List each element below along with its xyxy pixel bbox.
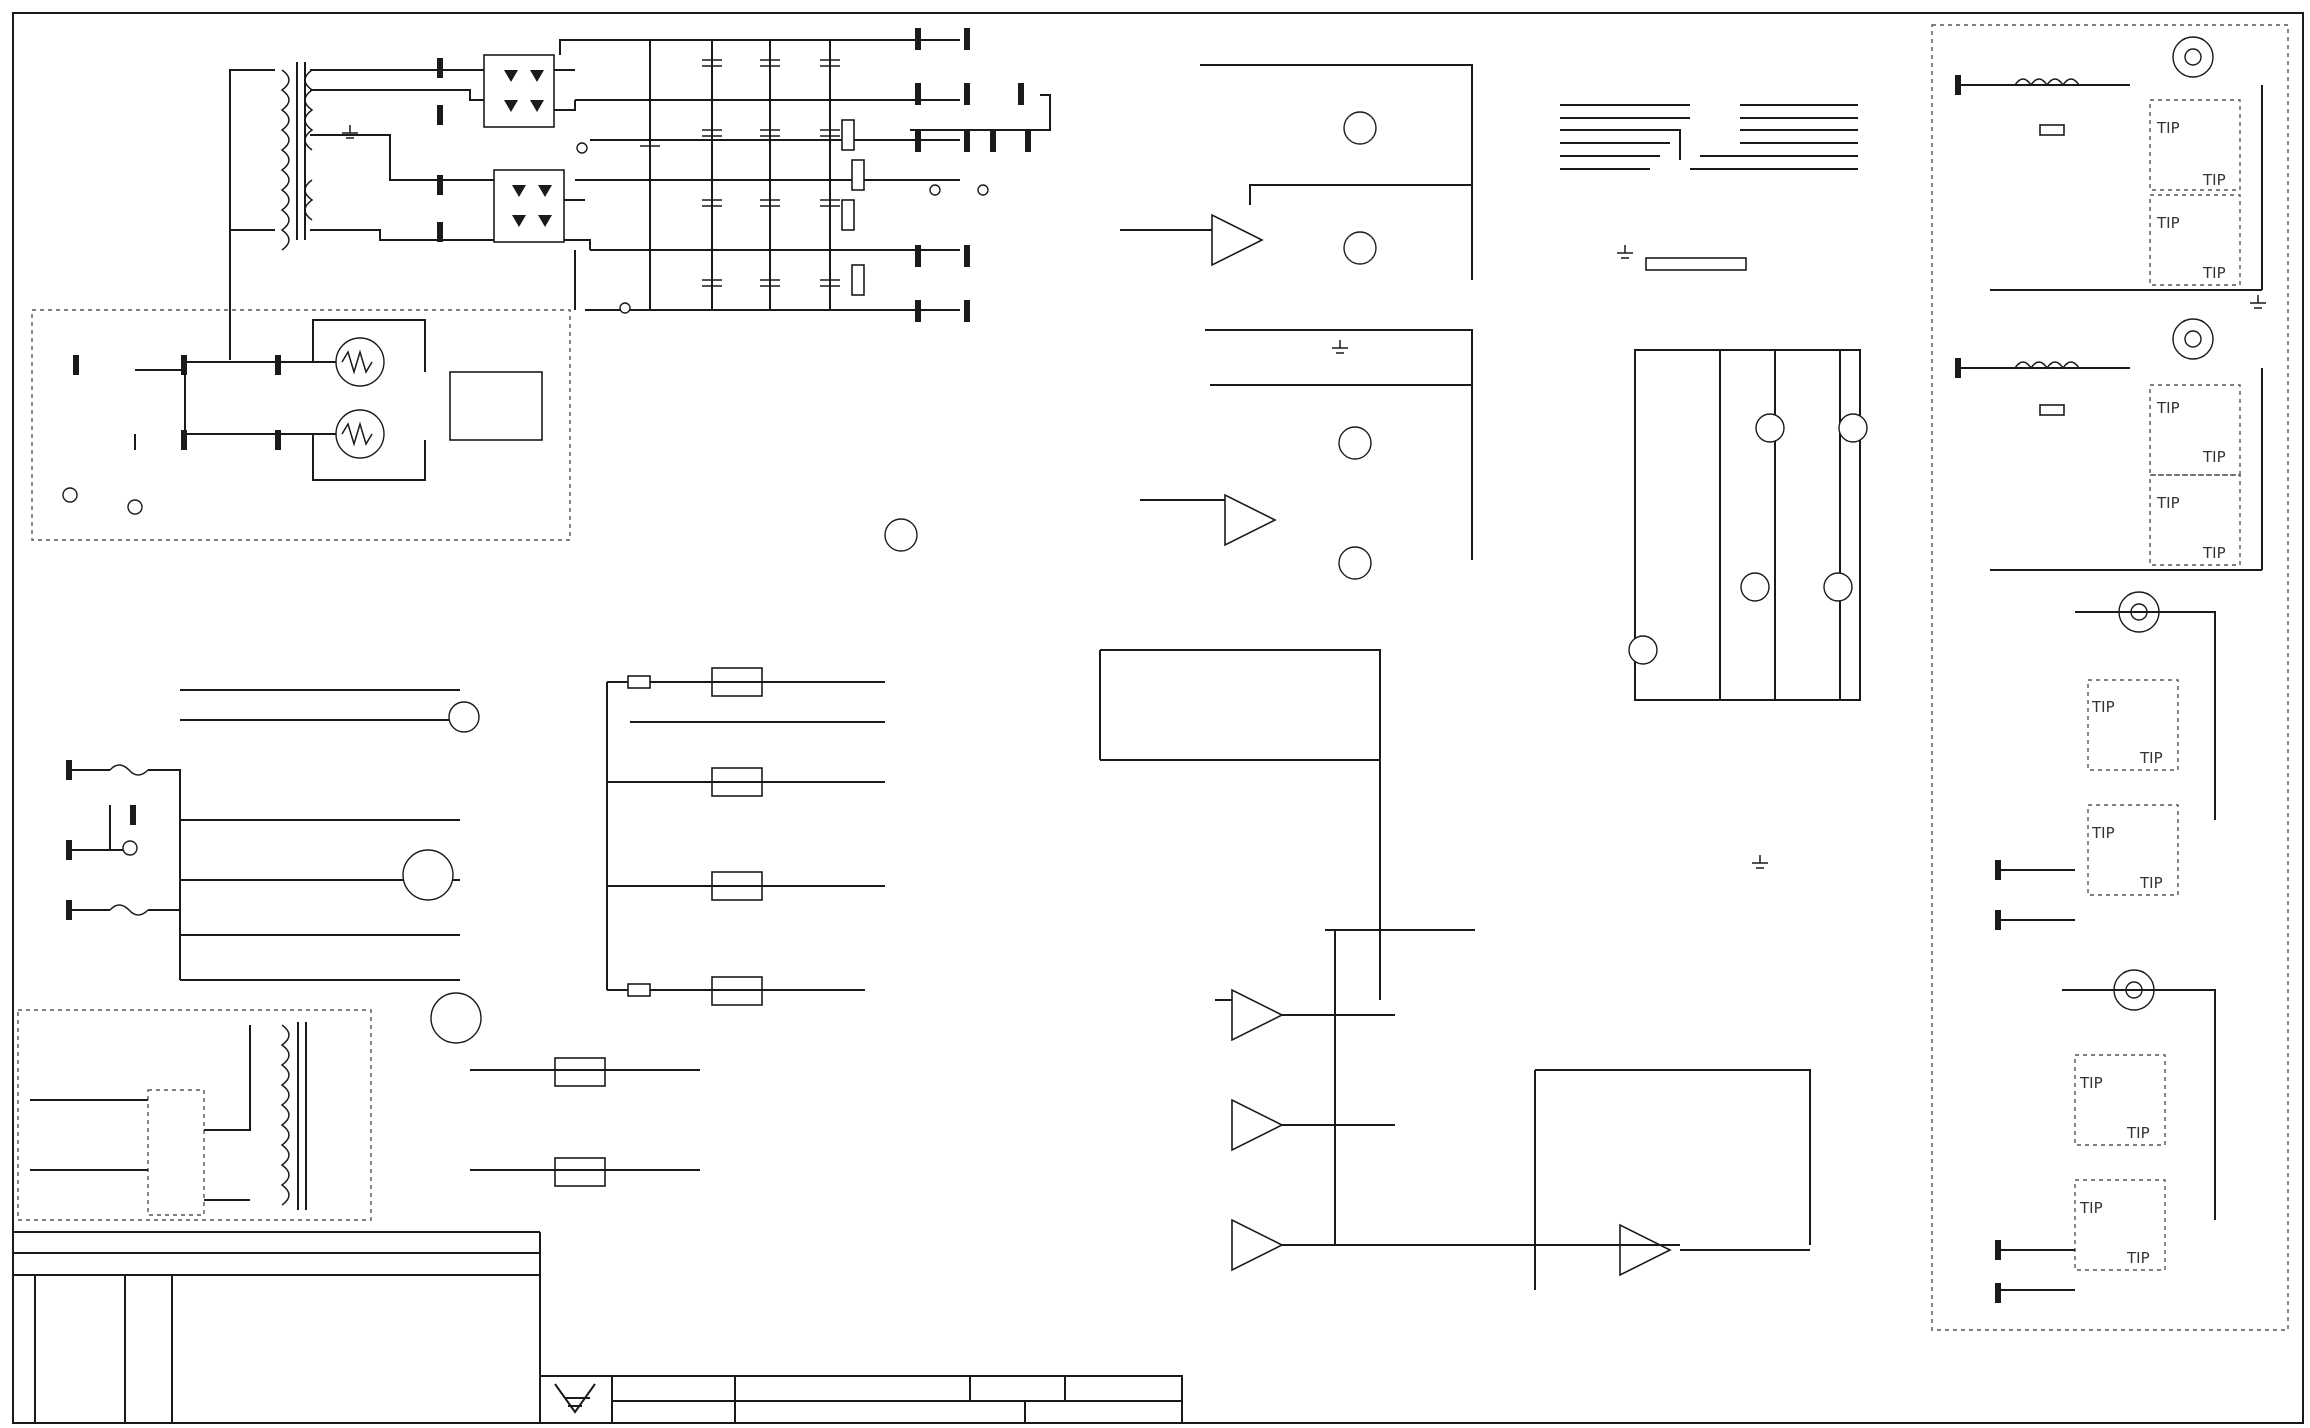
transistor-icon — [402, 849, 454, 901]
jack-tip-label: TIP — [2079, 1074, 2103, 1092]
supply-terminals — [437, 28, 1031, 322]
soft-start-section — [31, 309, 571, 541]
transistor-icon — [430, 992, 482, 1044]
transistor-icon — [1338, 426, 1372, 460]
thermistor-icon — [335, 409, 385, 459]
transistor-icon — [448, 701, 480, 733]
thermistor-icon — [335, 337, 385, 387]
speaker-jack-icon — [2172, 36, 2214, 78]
ground-icon — [1752, 855, 1768, 869]
jack-tip-label: TIP — [2202, 264, 2226, 282]
jack-tip-label: TIP — [2156, 494, 2180, 512]
transistor-icon — [1338, 546, 1372, 580]
transistor-icon — [1343, 111, 1377, 145]
ribbon-connector — [1560, 104, 1858, 271]
opamp-icon — [1224, 493, 1277, 547]
jack-tip-label: TIP — [2202, 544, 2226, 562]
jack-tip-label: TIP — [2079, 1199, 2103, 1217]
jack-tip-label: TIP — [2126, 1124, 2150, 1142]
jack-tip-label: TIP — [2202, 448, 2226, 466]
jack-tip-label: TIP — [2156, 214, 2180, 232]
opamp-icon — [1231, 1218, 1284, 1272]
aux-transformer-section — [17, 1009, 372, 1221]
filter-capacitor-bank — [575, 39, 1051, 311]
ground-icon — [1617, 245, 1633, 259]
transistor-icon — [884, 518, 918, 552]
opamp-icon — [1211, 213, 1264, 267]
jack-tip-label: TIP — [2126, 1249, 2150, 1267]
ground-icon — [2250, 295, 2266, 309]
jack-tip-label: TIP — [2091, 698, 2115, 716]
jack-tip-label: TIP — [2156, 399, 2180, 417]
mains-input-section — [66, 689, 460, 981]
jack-tip-label: TIP — [2156, 119, 2180, 137]
voltage-regulators — [470, 667, 885, 1187]
opamp-icon — [1231, 988, 1284, 1042]
power-supply-section — [229, 28, 1051, 360]
transistor-icon — [1343, 231, 1377, 265]
jack-tip-label: TIP — [2091, 824, 2115, 842]
jack-tip-label: TIP — [2139, 874, 2163, 892]
center-wiring — [1099, 64, 1811, 1290]
jack-tip-label: TIP — [2139, 749, 2163, 767]
jack-tip-label: TIP — [2202, 171, 2226, 189]
transformer-icon — [280, 62, 314, 251]
opamp-icon — [1231, 1098, 1284, 1152]
speaker-jack-icon — [2172, 318, 2214, 360]
ground-icon — [1332, 340, 1348, 354]
drawing-frame — [12, 12, 2304, 1424]
bridge-rectifier-icon — [493, 169, 565, 243]
opamp-icon — [1619, 1223, 1672, 1277]
output-connector-panel: TIP TIP TIP TIP TIP TIP TIP TIP TIP TIP … — [1931, 24, 2289, 1331]
ground-icon — [342, 125, 358, 139]
company-logo-icon — [554, 1383, 596, 1414]
bridge-rectifier-icon — [483, 54, 555, 128]
output-stage — [1628, 349, 1868, 701]
title-block — [13, 1231, 1183, 1424]
